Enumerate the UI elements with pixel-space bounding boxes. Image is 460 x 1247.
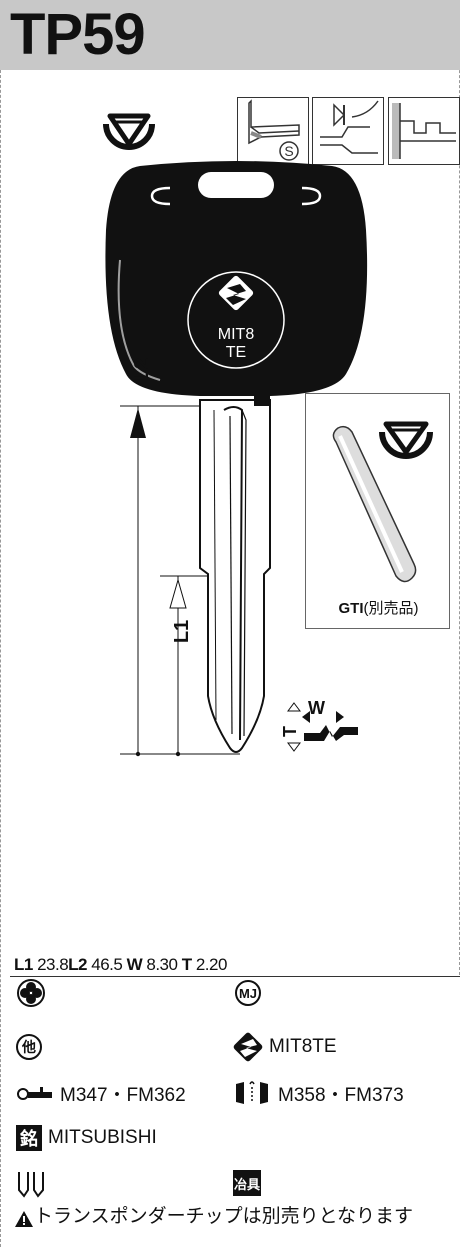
spec-key: W — [126, 955, 143, 974]
brand-badge: 銘 — [16, 1125, 42, 1151]
specs-divider — [10, 976, 460, 977]
glass-transponder-icon — [332, 421, 433, 583]
page-title: TP59 — [10, 2, 146, 67]
mj-cell: MJ — [235, 980, 261, 1006]
key-blank-code: M347・FM362 — [60, 1085, 186, 1106]
jig-badge: 冶具 — [233, 1170, 261, 1196]
groove-cell — [16, 1170, 46, 1198]
machine-cell: M358・FM373 — [232, 1078, 404, 1108]
spec-value: 46.5 — [91, 955, 123, 974]
clover-icon — [17, 979, 45, 1007]
jig-cell: 冶具 — [233, 1170, 261, 1196]
gti-note: (別売品) — [363, 600, 419, 617]
title-bar: TP59 — [0, 0, 460, 70]
dimension-specs: L1 23.8L2 46.5 W 8.30 T 2.20 — [14, 955, 227, 975]
machine-code: M358・FM373 — [278, 1084, 404, 1106]
brand-name: MITSUBISHI — [48, 1127, 157, 1148]
mit8te-label: MIT8TE — [269, 1036, 337, 1057]
cutting-machine-icon — [236, 1081, 268, 1104]
w-dimension-label: W — [308, 698, 325, 718]
key-blank-cell: M347・FM362 — [16, 1080, 186, 1107]
brand-cell: 銘 MITSUBISHI — [16, 1125, 157, 1151]
spec-value: 2.20 — [195, 955, 228, 974]
other-cell: 他 — [16, 1034, 42, 1060]
mit8te-logo-icon — [218, 275, 254, 311]
groove-type-icon — [18, 1172, 44, 1198]
l1-dimension-label: L1 — [171, 619, 194, 644]
t-dimension-label: T — [280, 726, 300, 737]
transponder-icon — [103, 113, 155, 150]
width-thickness-profile-icon — [287, 702, 358, 752]
key-blank-icon — [17, 1086, 52, 1100]
spec-value: 23.8 — [37, 955, 69, 974]
svg-text:S: S — [284, 143, 293, 159]
mit8te-cell: MIT8TE — [233, 1032, 337, 1062]
mj-badge: MJ — [235, 980, 261, 1006]
spec-value: 8.30 — [146, 955, 178, 974]
key-head-text-1: MIT8 — [218, 326, 255, 343]
transponder-note: トランスポンダーチップは別売りとなります — [34, 1206, 414, 1227]
clover-cell — [16, 978, 46, 1008]
other-badge: 他 — [16, 1034, 42, 1060]
gti-name: GTI — [338, 600, 364, 617]
gti-chip-box: GTI(別売品) — [305, 393, 450, 629]
stopper-profile-icon — [388, 97, 460, 165]
side-cut-profile-icon: S — [237, 97, 309, 165]
spec-key: L2 — [68, 955, 88, 974]
warning-icon — [15, 1211, 33, 1227]
l2-dimension-label: L2 — [131, 357, 154, 382]
spec-key: L1 — [14, 955, 33, 974]
spec-key: T — [181, 955, 192, 974]
mit8te-logo-icon — [233, 1032, 263, 1062]
key-head-text-2: TE — [226, 344, 246, 361]
guide-profile-icon — [312, 97, 384, 165]
gti-label: GTI(別売品) — [306, 597, 451, 618]
key-illustration: MIT8 TE — [105, 161, 368, 757]
